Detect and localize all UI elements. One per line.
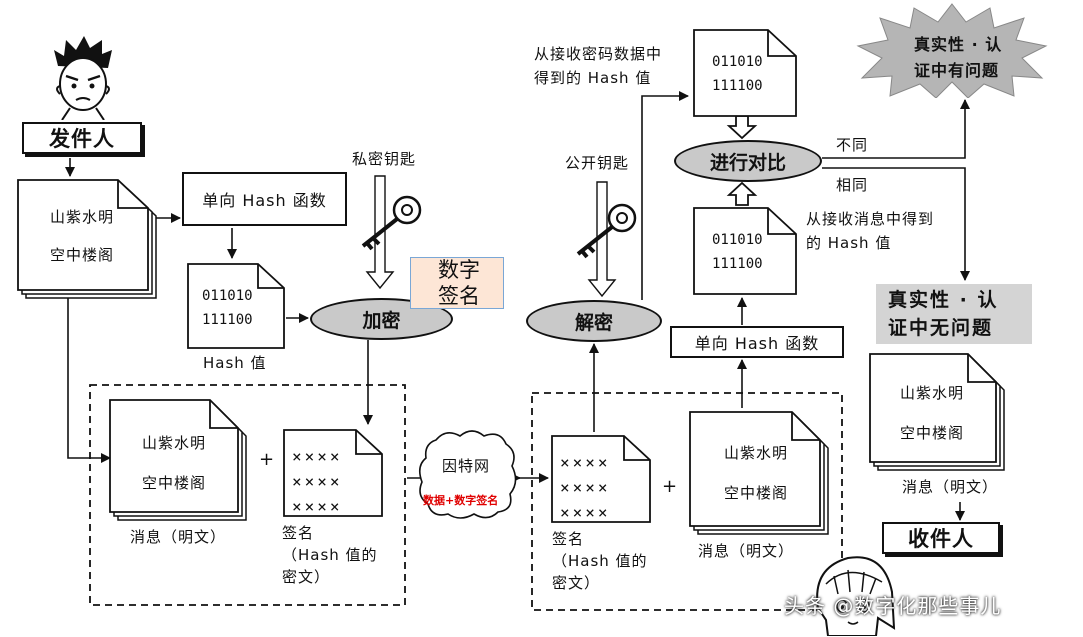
plaintext-message-text: 山紫水明 空中楼阁: [124, 430, 224, 496]
auth-problem-line-2: 证中有问题: [914, 61, 1000, 80]
hash-bits-recomputed: 011010 111100: [712, 228, 763, 276]
hash-from-message-line-2: 的 Hash 值: [806, 234, 892, 252]
received-message-document-icon: [689, 411, 829, 535]
hash-bits-row-1: 011010: [202, 288, 253, 304]
hash-from-message-label: 从接收消息中得到 的 Hash 值: [806, 207, 934, 255]
private-key-icon: [361, 195, 422, 251]
receiver-avatar-icon: [816, 556, 896, 636]
message-text: 山紫水明 空中楼阁: [32, 204, 132, 268]
hash-value-label: Hash 值: [203, 354, 267, 372]
auth-ok-box: [876, 284, 1032, 344]
digital-signature-line-1: 数字: [438, 258, 480, 282]
internet-cloud-icon: [418, 430, 517, 519]
receiver-message-text: 山紫水明 空中楼阁: [882, 380, 982, 446]
auth-problem-text: 真实性 · 认 证中有问题: [914, 32, 1002, 84]
hash-from-message-line-1: 从接收消息中得到: [806, 210, 935, 228]
signature-caption-1-line-3: 密文）: [282, 568, 331, 586]
sender-box: 发件人: [22, 122, 142, 154]
plaintext-line-1: 山紫水明: [141, 434, 206, 452]
same-label: 相同: [836, 176, 869, 194]
hash-from-cipher-label: 从接收密码数据中 得到的 Hash 值: [534, 42, 662, 90]
received-signature-document-icon: [551, 435, 651, 523]
plus-sign-2: +: [662, 476, 679, 497]
message-caption-1: 消息（明文）: [130, 528, 227, 546]
internet-sub-label: 数据+数字签名: [423, 494, 499, 507]
hash-function-box-sender: 单向 Hash 函数: [182, 172, 347, 226]
plaintext-document-icon: [109, 399, 247, 521]
decrypt-ellipse: 解密: [526, 300, 662, 342]
receiver-message-line-1: 山紫水明: [899, 384, 964, 402]
auth-ok-text: 真实性 · 认 证中无问题: [888, 286, 998, 342]
hash-bits-recomputed-row-1: 011010: [712, 232, 763, 248]
plaintext-line-2: 空中楼阁: [141, 474, 206, 492]
cipher-row-3: ××××: [292, 497, 343, 516]
hash-bits-decrypted: 011010 111100: [712, 50, 763, 98]
message-line-1: 山紫水明: [49, 208, 114, 226]
decrypted-hash-document-icon: [693, 29, 797, 117]
cipher2-row-3: ××××: [560, 503, 611, 522]
cipher-row-2: ××××: [292, 472, 343, 491]
received-message-line-2: 空中楼阁: [723, 484, 788, 502]
signature-cipher-2: ×××× ×××× ××××: [560, 450, 611, 525]
compare-ellipse: 进行对比: [674, 140, 822, 182]
hash-bits-sender: 011010 111100: [202, 284, 253, 332]
receiver-message-line-2: 空中楼阁: [899, 424, 964, 442]
public-key-icon: [576, 203, 637, 259]
hash-function-box-receiver: 单向 Hash 函数: [670, 326, 844, 358]
signature-caption-2-line-1: 签名: [552, 530, 585, 548]
digital-signature-callout: [410, 257, 504, 309]
signature-caption-1-line-2: （Hash 值的: [282, 546, 378, 564]
signature-cipher-1: ×××× ×××× ××××: [292, 444, 343, 519]
public-key-label: 公开钥匙: [565, 154, 630, 172]
signature-caption-2-line-3: 密文）: [552, 574, 601, 592]
auth-problem-starburst-icon: [856, 3, 1048, 98]
digital-signature-line-2: 签名: [438, 284, 480, 308]
message-line-2: 空中楼阁: [49, 246, 114, 264]
recomputed-hash-document-icon: [693, 207, 797, 295]
received-message-line-1: 山紫水明: [723, 444, 788, 462]
plus-sign-1: +: [259, 449, 276, 470]
auth-ok-line-2: 证中无问题: [888, 317, 994, 339]
signature-caption-2-line-2: （Hash 值的: [552, 552, 648, 570]
hash-value-document-icon: [187, 263, 285, 349]
signature-document-icon: [283, 429, 383, 517]
message-caption-2: 消息（明文）: [698, 542, 795, 560]
hash-from-cipher-line-2: 得到的 Hash 值: [534, 69, 652, 87]
sender-avatar-icon: [54, 36, 112, 120]
hash-bits-recomputed-row-2: 111100: [712, 256, 763, 272]
signature-caption-1-line-1: 签名: [282, 524, 315, 542]
auth-ok-line-1: 真实性 · 认: [888, 289, 999, 311]
digital-signature-text: 数字 签名: [438, 257, 480, 309]
hash-bits-row-2: 111100: [202, 312, 253, 328]
different-label: 不同: [836, 136, 869, 154]
hash-bits-decrypted-row-1: 011010: [712, 54, 763, 70]
auth-problem-line-1: 真实性 · 认: [914, 35, 1003, 54]
internet-label: 因特网: [442, 457, 491, 475]
cipher-row-1: ××××: [292, 447, 343, 466]
watermark: 头条 @数字化那些事儿: [784, 594, 1002, 618]
signature-caption-2: 签名 （Hash 值的 密文）: [552, 528, 648, 594]
cipher2-row-2: ××××: [560, 478, 611, 497]
signature-caption-1: 签名 （Hash 值的 密文）: [282, 522, 378, 588]
received-message-text: 山紫水明 空中楼阁: [706, 440, 806, 506]
message-caption-3: 消息（明文）: [902, 478, 999, 496]
hash-bits-decrypted-row-2: 111100: [712, 78, 763, 94]
private-key-label: 私密钥匙: [352, 150, 417, 168]
hash-from-cipher-line-1: 从接收密码数据中: [534, 45, 663, 63]
message-document-icon: [17, 179, 157, 299]
cipher2-row-1: ××××: [560, 453, 611, 472]
receiver-box: 收件人: [882, 522, 1000, 554]
receiver-message-document-icon: [869, 353, 1005, 471]
